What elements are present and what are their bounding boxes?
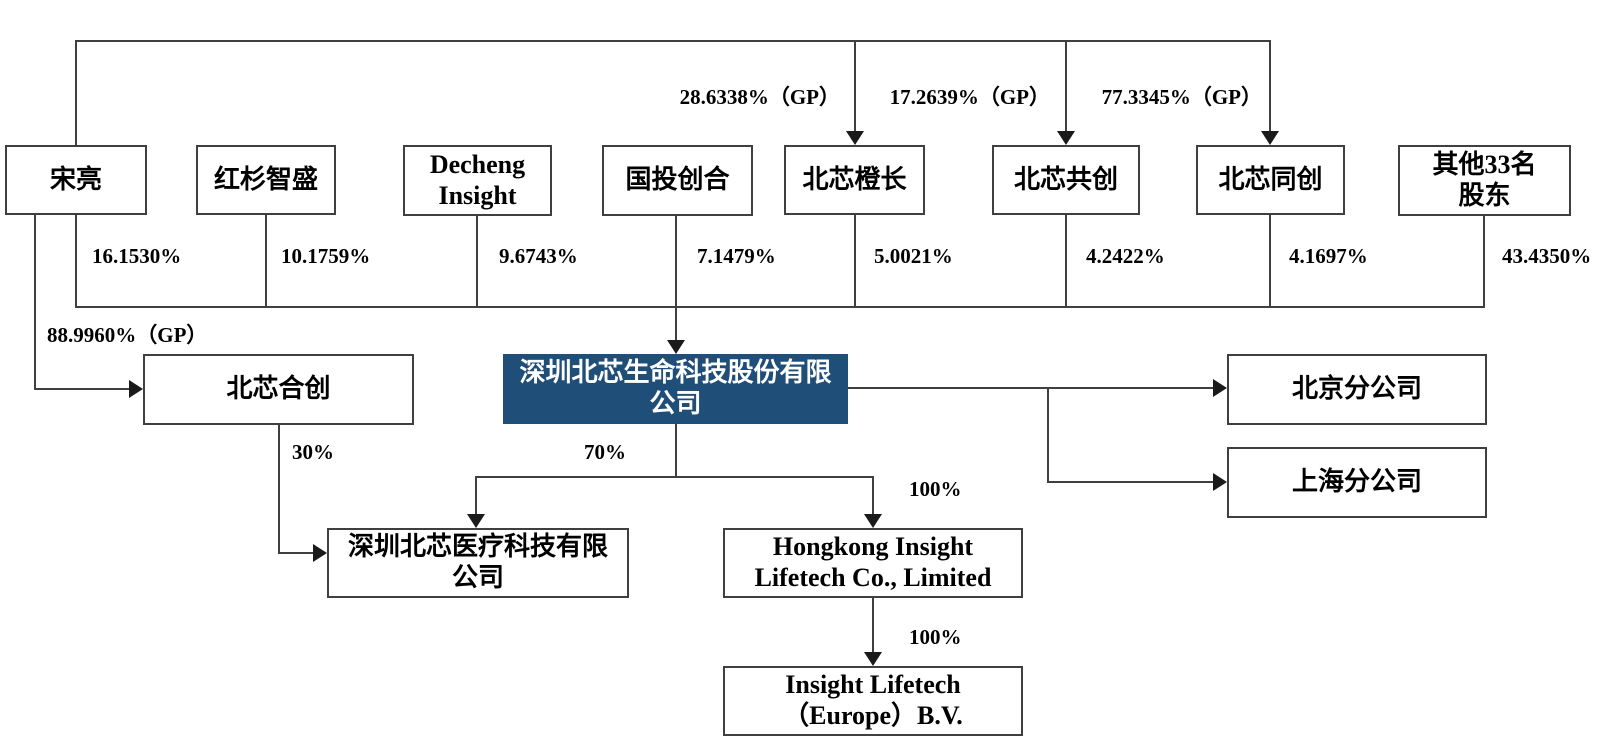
line-hechuang-down <box>278 425 280 553</box>
node-beixin-gongchuang: 北芯共创 <box>992 145 1140 215</box>
line-chengzhang-share <box>854 215 856 306</box>
label-pct-parent-hongkong: 100% <box>909 477 962 501</box>
node-gongchuang-label: 北芯共创 <box>1013 164 1118 194</box>
node-other-line1: 其他33名 <box>1432 149 1537 179</box>
label-gp-gongchuang: 17.2639%（GP） <box>889 85 1050 109</box>
arrowhead-into-europe <box>864 652 882 666</box>
node-beijing-branch: 北京分公司 <box>1227 354 1487 425</box>
node-other-shareholders: 其他33名 股东 <box>1398 145 1571 216</box>
node-beijing-label: 北京分公司 <box>1291 374 1422 404</box>
line-guotou-to-parent <box>675 215 677 340</box>
node-chengzhang-label: 北芯橙长 <box>802 164 907 194</box>
node-hechuang-label: 北芯合创 <box>226 374 331 404</box>
node-insight-europe: Insight Lifetech （Europe）B.V. <box>723 666 1023 736</box>
node-shanghai-branch: 上海分公司 <box>1227 447 1487 518</box>
node-europe-line2: （Europe）B.V. <box>783 701 963 730</box>
node-europe-line1: Insight Lifetech <box>785 670 961 700</box>
node-parent-company: 深圳北芯生命科技股份有限 公司 <box>503 354 848 424</box>
line-split-to-hongkong <box>872 476 874 514</box>
line-songliang-gp-right <box>34 388 129 390</box>
node-tongchuang-label: 北芯同创 <box>1218 164 1323 194</box>
node-decheng-line1: Decheng <box>429 149 526 179</box>
label-pct-tongchuang: 4.1697% <box>1289 244 1368 268</box>
node-parent-line1: 深圳北芯生命科技股份有限 <box>519 358 832 388</box>
line-tongchuang-share <box>1269 215 1271 306</box>
label-pct-parent-yiliao: 70% <box>584 440 626 464</box>
line-songliang-share <box>75 215 77 306</box>
line-songliang-gp-down <box>34 215 36 390</box>
arrowhead-gp-chengzhang <box>846 131 864 145</box>
line-hongkong-down <box>872 598 874 652</box>
label-pct-songliang: 16.1530% <box>92 244 182 268</box>
shareholding-bus-line <box>75 306 1485 308</box>
line-decheng-share <box>476 215 478 306</box>
arrowhead-into-hechuang <box>129 380 143 398</box>
label-pct-hongshan: 10.1759% <box>281 244 371 268</box>
arrowhead-gp-tongchuang <box>1261 131 1279 145</box>
node-song-liang-label: 宋亮 <box>49 164 102 194</box>
label-pct-decheng: 9.6743% <box>499 244 578 268</box>
line-hongshan-share <box>265 215 267 306</box>
node-yiliao-line1: 深圳北芯医疗科技有限 <box>347 532 608 562</box>
node-yiliao-line2: 公司 <box>451 563 504 592</box>
line-gp-to-tongchuang <box>1269 40 1271 132</box>
node-hongkong-insight: Hongkong Insight Lifetech Co., Limited <box>723 528 1023 598</box>
line-branch-down <box>1047 387 1049 483</box>
line-hechuang-right <box>278 552 313 554</box>
arrowhead-into-yiliao-left <box>313 544 327 562</box>
node-decheng-insight: Decheng Insight <box>403 145 552 216</box>
label-gp-chengzhang: 28.6338%（GP） <box>679 85 840 109</box>
arrowhead-into-hongkong <box>864 514 882 528</box>
label-pct-hongkong-europe: 100% <box>909 625 962 649</box>
line-gp-to-chengzhang <box>854 40 856 132</box>
node-hongshan-zhisheng: 红杉智盛 <box>196 145 336 215</box>
line-parent-down <box>675 424 677 477</box>
line-subsidiary-split <box>475 476 874 478</box>
line-branch-to-shanghai <box>1047 481 1213 483</box>
arrowhead-into-parent <box>667 340 685 354</box>
node-beixin-hechuang: 北芯合创 <box>143 354 414 425</box>
label-gp-hechuang: 88.9960%（GP） <box>47 323 208 347</box>
label-pct-chengzhang: 5.0021% <box>874 244 953 268</box>
node-yiliao-company: 深圳北芯医疗科技有限 公司 <box>327 528 629 598</box>
node-hongkong-line2: Lifetech Co., Limited <box>754 563 992 592</box>
label-pct-guotou: 7.1479% <box>697 244 776 268</box>
arrowhead-gp-gongchuang <box>1057 131 1075 145</box>
node-other-line2: 股东 <box>1458 180 1511 210</box>
arrowhead-into-yiliao-top <box>467 514 485 528</box>
line-split-to-yiliao <box>475 476 477 514</box>
node-guotou-label: 国投创合 <box>625 165 730 195</box>
top-gp-bus-line <box>75 40 1271 42</box>
node-decheng-line2: Insight <box>438 180 517 210</box>
label-pct-hechuang-yiliao: 30% <box>292 440 334 464</box>
node-guotou-chuanghe: 国投创合 <box>602 145 753 216</box>
line-parent-to-beijing <box>848 387 1213 389</box>
label-pct-gongchuang: 4.2422% <box>1086 244 1165 268</box>
node-parent-line2: 公司 <box>649 389 702 418</box>
line-other-share <box>1483 215 1485 306</box>
line-gongchuang-share <box>1065 215 1067 306</box>
line-gp-to-gongchuang <box>1065 40 1067 132</box>
node-hongshan-label: 红杉智盛 <box>213 164 318 194</box>
node-beixin-tongchuang: 北芯同创 <box>1196 145 1345 215</box>
node-hongkong-line1: Hongkong Insight <box>772 532 974 562</box>
node-shanghai-label: 上海分公司 <box>1291 467 1422 497</box>
arrowhead-into-shanghai <box>1213 473 1227 491</box>
label-gp-tongchuang: 77.3345%（GP） <box>1101 85 1262 109</box>
arrowhead-into-beijing <box>1213 379 1227 397</box>
node-beixin-chengzhang: 北芯橙长 <box>784 145 925 215</box>
label-pct-other: 43.4350% <box>1502 244 1592 268</box>
line-top-to-songliang <box>75 40 77 145</box>
node-song-liang: 宋亮 <box>5 145 147 215</box>
